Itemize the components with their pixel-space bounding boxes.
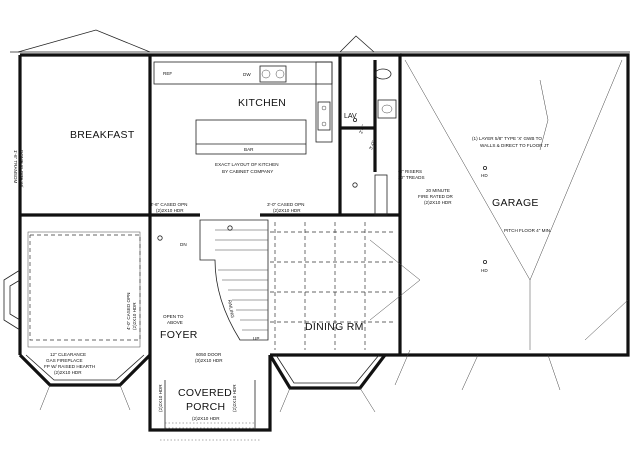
open-to-above-line2: ABOVE (167, 320, 183, 325)
pitch-note: PITCH FLOOR 4" MIN. (504, 228, 551, 233)
cased-left-line1: 3'-6" CASED OPN (150, 202, 187, 207)
dw-label: DW (243, 72, 251, 77)
transom-note-line2: 1'-6" TRANSOM (13, 150, 18, 183)
kitchen-label: KITCHEN (238, 97, 286, 109)
garage-lines (394, 59, 629, 391)
fire-line3: (2)2X10 HDR (424, 200, 452, 205)
porch-label-line1: COVERED (178, 387, 232, 399)
stair-dn-label: DN (180, 242, 187, 247)
risers-line2: 10" TREADS (398, 175, 425, 180)
covered-porch (148, 355, 272, 441)
bar-label: BAR (244, 147, 254, 152)
roof-outline (10, 29, 630, 53)
porch-label-line2: PORCH (186, 401, 225, 413)
door-note-line2: (3)2X10 HDR (195, 358, 223, 363)
fire-line2: FIRE RATED DR (418, 194, 454, 199)
fireplace (3, 231, 141, 348)
kitchen-note-line1: EXACT LAYOUT OF KITCHEN (215, 162, 279, 167)
dining-label: DINING RM (305, 321, 364, 333)
railing-label: RAILING (227, 299, 235, 318)
risers-line1: -8" RISERS (398, 169, 422, 174)
fire-line1: 20 MINUTE (426, 188, 450, 193)
lav-fixtures (340, 60, 397, 216)
breakfast-label: BREAKFAST (70, 129, 135, 141)
hd-label-2: HD (481, 268, 488, 273)
foyer-label: FOYER (160, 329, 198, 341)
gyp-line2: WALLS & DIRECT TO FLOOR JT (480, 143, 549, 148)
dining-ceiling-grid (270, 222, 421, 350)
cased-mid-line2: (2)2X10 HDR (273, 208, 301, 213)
lav-label: LAV (344, 113, 357, 120)
hd-label-1: HD (481, 173, 488, 178)
porch-hdr-left: (2)2X10 HDR (158, 384, 163, 412)
kitchen-cabinets (153, 61, 333, 155)
breakfast-ceiling (29, 234, 141, 341)
cased-mid-line1: 3'-0" CASED OPN (267, 202, 304, 207)
ref-label: REF (163, 71, 172, 76)
garage-label: GARAGE (492, 197, 539, 209)
porch-hdr-right: (2)2X10 HDR (232, 384, 237, 412)
clearance-line2: GAS FIREPLACE (46, 358, 83, 363)
open-to-above-line1: OPEN TO (163, 314, 184, 319)
dim-2-6: 2'-6" (358, 124, 366, 135)
dim-3-0: 3'-0" (368, 140, 376, 151)
porch-hdr-bottom: (2)2X10 HDR (192, 416, 220, 421)
ceiling-fixture-symbols (157, 118, 487, 264)
cased-vert-line2: (2)2X10 HDR (132, 302, 137, 330)
door-note-line1: 6050 DOOR (196, 352, 222, 357)
cased-vert-line1: 4'-0" CASED OPN (126, 293, 131, 330)
kitchen-note-line2: BY CABINET COMPANY (222, 169, 273, 174)
transom-note-line1: DOME SLOPE W/ (19, 150, 24, 188)
clearance-line3: FP W/ RAISED HEARTH (44, 364, 95, 369)
stair (199, 219, 269, 341)
clearance-line4: (2)2X10 HDR (54, 370, 82, 375)
stair-up-label: UP (253, 336, 259, 341)
cased-left-line2: (2)2X10 HDR (156, 208, 184, 213)
bay-windows (18, 353, 387, 413)
clearance-line1: 12" CLEARANCE (50, 352, 86, 357)
exterior-walls (18, 53, 630, 370)
gyp-line1: (1) LAYER 5/8" TYPE 'X' GWB TO (472, 136, 542, 141)
